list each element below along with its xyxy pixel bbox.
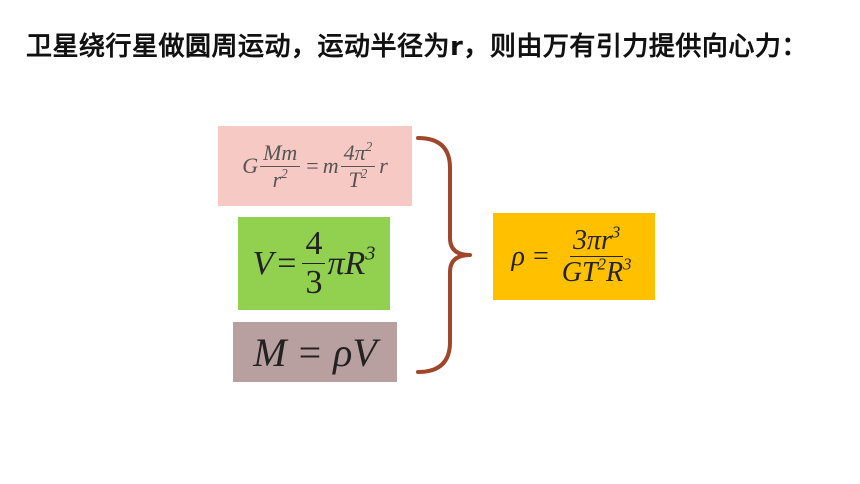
density-den-base2: R <box>605 257 624 288</box>
mass-rhs: ρV <box>333 329 377 375</box>
mass-equals: = <box>298 329 322 375</box>
volume-rest: πR3 <box>327 242 376 283</box>
volume-formula-box: V = 4 3 πR3 <box>238 217 390 310</box>
volume-lhs: V <box>252 244 274 282</box>
gravity-tail: r <box>379 153 388 178</box>
volume-numerator: 4 <box>302 226 326 264</box>
density-num-base: 3πr <box>572 224 612 256</box>
gravity-lhs-den-exponent: 2 <box>281 165 288 181</box>
gravity-lhs-fraction: Mm r2 <box>260 141 301 192</box>
volume-equals: = <box>277 244 297 282</box>
density-lhs: ρ <box>511 240 525 272</box>
gravity-lhs-den-base: r <box>272 166 282 192</box>
density-numerator: 3πr3 <box>569 223 624 257</box>
gravity-mid: m <box>322 153 339 178</box>
gravity-rhs-den-base: T <box>348 166 361 192</box>
density-den-exponent1: 2 <box>597 254 606 274</box>
gravity-rhs-fraction: 4π2 T2 <box>340 139 376 192</box>
density-denominator: GT2R3 <box>559 254 635 288</box>
gravity-lhs-numerator: Mm <box>260 141 301 167</box>
slide-heading: 卫星绕行星做圆周运动，运动半径为r，则由万有引力提供向心力： <box>26 32 808 62</box>
gravity-formula-box: G Mm r2 = m 4π2 T2 r <box>218 126 412 206</box>
gravity-lhs-denominator: r2 <box>270 165 291 192</box>
gravity-rhs-num-exponent: 2 <box>365 139 373 155</box>
density-formula-box: ρ = 3πr3 GT2R3 <box>493 213 655 300</box>
gravity-rhs-den-exponent: 2 <box>360 165 368 181</box>
brace-path <box>416 136 472 374</box>
volume-fraction: 4 3 <box>302 226 326 301</box>
gravity-rhs-num-base: 4π <box>343 140 366 166</box>
volume-rest-base: πR <box>327 244 366 282</box>
density-den-base1: GT <box>561 257 598 288</box>
mass-lhs: M <box>253 329 287 375</box>
density-num-exponent: 3 <box>611 221 621 241</box>
gravity-rhs-denominator: T2 <box>346 165 371 192</box>
density-den-exponent2: 3 <box>623 254 632 274</box>
gravity-coef: G <box>242 153 259 178</box>
volume-denominator: 3 <box>305 264 323 301</box>
mass-formula-box: M = ρV <box>233 322 397 382</box>
gravity-equals: = <box>306 153 319 178</box>
density-fraction: 3πr3 GT2R3 <box>559 223 635 288</box>
gravity-rhs-numerator: 4π2 <box>340 139 376 167</box>
density-equals: = <box>532 240 549 272</box>
volume-rest-exponent: 3 <box>365 242 376 265</box>
right-brace-icon <box>416 136 472 374</box>
